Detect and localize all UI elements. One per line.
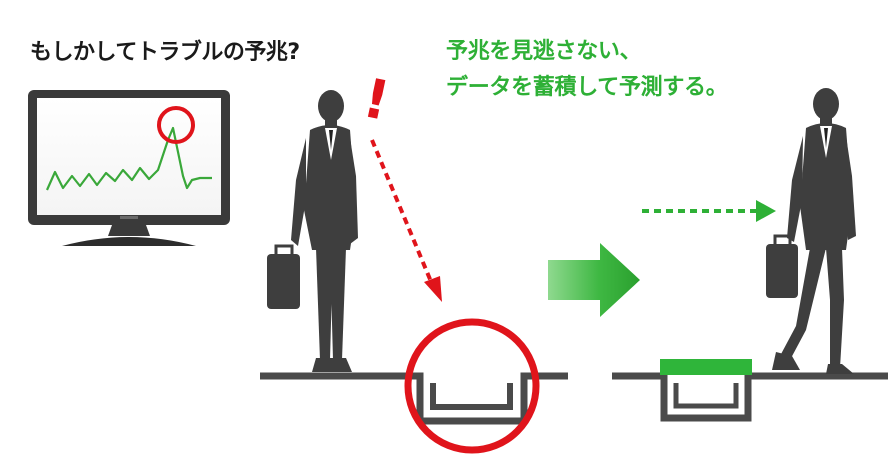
right-caption-line-2: データを蓄積して予測する。 [446,75,728,100]
trend-line [45,126,212,191]
businessman-walking-icon [766,88,856,374]
exclamation-icon: ! [358,66,395,133]
monitor-icon [28,90,230,246]
green-dashed-arrow [642,200,776,222]
left-caption: もしかしてトラブルの予兆? [30,40,300,65]
ground-patched [612,359,888,422]
right-arrow-icon [548,243,640,317]
businessman-standing-icon [267,90,358,372]
ground-with-hole [260,372,568,425]
anomaly-circle [157,106,195,144]
hole-highlight-circle [404,318,540,454]
patch-cover [660,359,752,375]
right-caption: 予兆を見逃さない、 データを蓄積して予測する。 [446,34,728,106]
right-caption-line-1: 予兆を見逃さない、 [446,39,642,64]
warning-path [370,139,434,285]
